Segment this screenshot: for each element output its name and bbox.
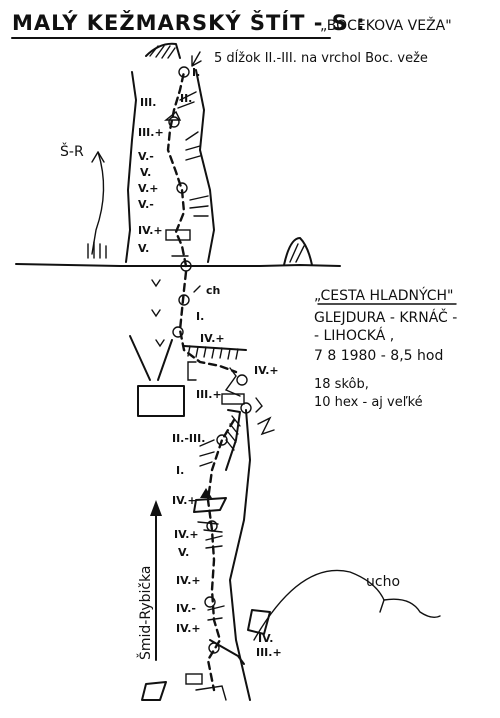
summit-cap <box>145 42 181 59</box>
left-route-arrow-line <box>91 151 105 255</box>
piton-icon <box>164 110 182 121</box>
saddle-line <box>15 263 341 267</box>
grade-label: V. <box>138 242 149 255</box>
grade-label: I. <box>192 66 200 79</box>
ledge-block <box>165 229 191 241</box>
grade-label: III.+ <box>138 126 164 139</box>
grade-label: IV.+ <box>200 332 225 345</box>
start-block <box>141 681 167 701</box>
traverse-ledges <box>197 521 223 533</box>
route-date: 7 8 1980 - 8,5 hod <box>314 348 443 364</box>
grade-label: IV.+ <box>174 528 199 541</box>
upper-route-line <box>166 70 188 268</box>
grade-label: IV.+ <box>172 494 197 507</box>
belay-stance-icon <box>178 66 190 78</box>
left-route-arrowhead <box>91 151 105 163</box>
corner-bracket <box>187 361 197 381</box>
slab-ledge <box>193 497 227 513</box>
lower-hatch-edge <box>225 409 241 471</box>
exit-slab <box>247 609 271 635</box>
ucho-label: ucho <box>366 574 400 590</box>
belay-stance-icon <box>216 434 228 446</box>
grade-label: II.-III. <box>172 432 205 445</box>
route-authors-line-1: GLEJDURA - KRNÁČ - <box>314 308 457 326</box>
lower-ramp <box>209 639 245 665</box>
middle-route-line <box>178 270 238 374</box>
start-base <box>195 685 227 701</box>
tower-left-edge <box>125 71 137 263</box>
grade-label: IV.+ <box>176 574 201 587</box>
grade-label: V.- <box>138 198 154 211</box>
route-name: „CESTA HLADNÝCH" <box>314 287 454 304</box>
belay-stance-icon <box>168 116 180 128</box>
topo-subtitle: 5 dĺžok II.-III. na vrchol Boc. veže <box>214 50 428 66</box>
smid-rybicka-label: Šmid-Rybička <box>136 565 154 660</box>
summit-arrow <box>191 51 202 67</box>
roof-hatch <box>187 345 239 360</box>
grade-label: III.+ <box>196 388 222 401</box>
grade-label: IV.+ <box>254 364 279 377</box>
route-gear-hexes: 10 hex - aj veľké <box>314 395 423 410</box>
scree-marks <box>151 279 165 348</box>
grade-label: V. <box>140 166 151 179</box>
grade-label: IV. <box>258 632 273 645</box>
grade-label: IV.+ <box>138 224 163 237</box>
grade-label: II. <box>180 92 192 105</box>
roof-line <box>183 345 247 351</box>
belay-stance-icon <box>176 182 188 194</box>
route-gear-pitons: 18 skôb, <box>314 377 369 392</box>
topo-title: MALÝ KEŽMARSKÝ ŠTÍT - S : <box>12 10 366 35</box>
hook-mark <box>255 397 263 413</box>
piton-icon <box>200 488 212 498</box>
lower-right-edge <box>229 409 251 701</box>
ucho-ridge <box>383 598 441 619</box>
boulder-block <box>137 385 185 417</box>
tower-right-edge <box>195 69 215 263</box>
ucho-outline <box>253 569 385 641</box>
belay-stance-icon <box>172 326 184 338</box>
grade-label: V.+ <box>138 182 159 195</box>
grade-label: IV.- <box>176 602 196 615</box>
grade-label: V. <box>178 546 189 559</box>
right-peak-hatch <box>289 243 305 263</box>
left-route-label: Š-R <box>60 142 84 160</box>
zigzag-mark <box>257 416 275 436</box>
right-peak <box>283 237 313 266</box>
grade-label: I. <box>196 310 204 323</box>
grade-label: III.+ <box>256 646 282 659</box>
start-ledge <box>185 673 203 685</box>
summit-hatch <box>149 45 176 59</box>
lower-grass <box>199 439 225 621</box>
traverse-path <box>224 367 241 397</box>
grade-label: V.- <box>138 150 154 163</box>
grade-label: III. <box>140 96 156 109</box>
topo-title-peak: „BOCEKOVA VEŽA" <box>320 16 452 34</box>
chimney-label: ch <box>206 284 220 297</box>
belay-stance-icon <box>204 596 216 608</box>
chimney-marker <box>193 285 201 293</box>
grade-label: IV.+ <box>176 622 201 635</box>
belay-stance-icon <box>236 374 248 386</box>
left-grass <box>87 241 107 259</box>
smid-rybicka-arrowhead <box>150 500 162 516</box>
belay-stance-icon <box>178 294 190 306</box>
ledge-block <box>221 393 245 405</box>
gully-lines <box>129 335 173 381</box>
lower-hatch <box>225 415 241 451</box>
lower-route-line <box>206 418 236 692</box>
route-authors-line-2: - LIHOCKÁ , <box>314 327 394 344</box>
tower-right-grass <box>177 91 209 217</box>
grade-label: I. <box>176 464 184 477</box>
